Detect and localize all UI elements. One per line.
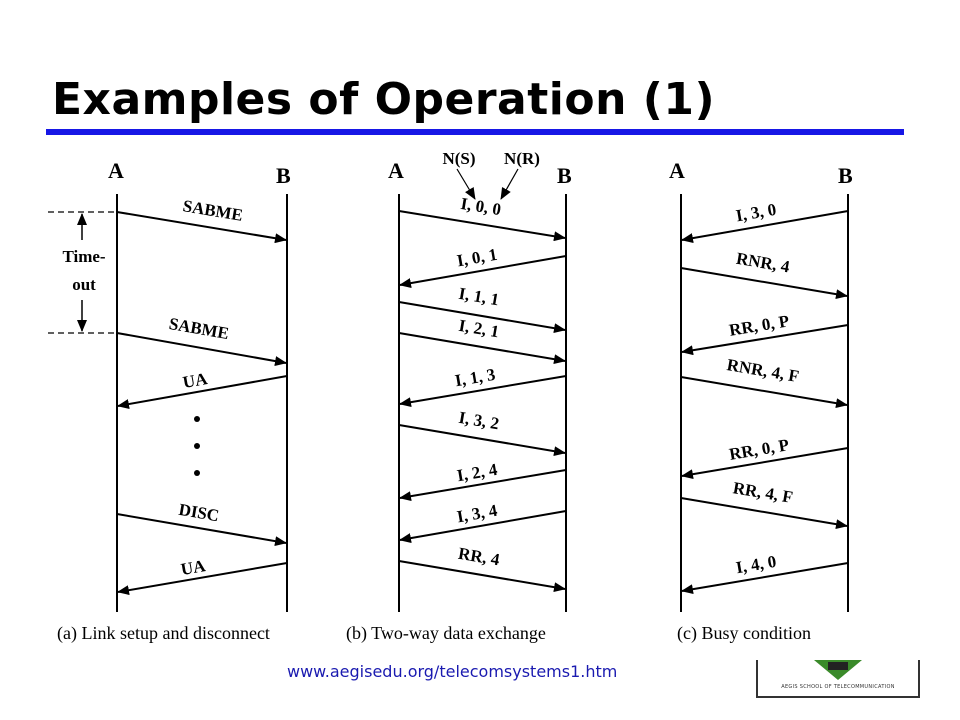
message-label: RR, 4, F xyxy=(732,478,795,507)
message-arrow xyxy=(680,497,848,530)
message-label: I, 0, 0 xyxy=(459,194,502,219)
message-label: SABME xyxy=(182,196,245,225)
message-label: SABME xyxy=(168,314,231,343)
panel-a-caption: (a) Link setup and disconnect xyxy=(57,623,270,644)
panel-c-node-b-label: B xyxy=(838,163,853,188)
message-arrow xyxy=(399,255,567,289)
logo-emblem-center xyxy=(828,662,848,670)
logo-emblem-shape xyxy=(814,660,862,680)
logo-text: AEGIS SCHOOL OF TELECOMMUNICATION xyxy=(781,684,895,690)
message-arrow xyxy=(117,375,288,410)
panel-c-msg-2: RNR, 4 xyxy=(680,249,848,300)
message-arrow xyxy=(116,513,287,547)
message-arrow xyxy=(398,301,566,334)
message-arrow xyxy=(398,560,566,593)
message-arrow xyxy=(399,375,567,408)
panel-c-msg-3: RR, 0, P xyxy=(681,311,849,356)
panel-b-caption: (b) Two-way data exchange xyxy=(346,623,546,644)
message-arrow xyxy=(399,510,567,544)
message-label: I, 3, 4 xyxy=(455,501,499,527)
message-label: DISC xyxy=(177,500,220,526)
timeout-label-line2: out xyxy=(72,275,96,294)
message-arrow xyxy=(116,211,287,244)
nr-field-label: N(R) xyxy=(504,149,540,168)
message-arrow xyxy=(398,424,566,457)
panel-a-node-a-label: A xyxy=(108,158,124,183)
message-arrow xyxy=(680,267,848,300)
message-label: UA xyxy=(181,369,209,392)
panel-a-msg-sabme-1: SABME xyxy=(116,196,287,244)
message-arrow xyxy=(681,210,849,244)
panel-b-node-a-label: A xyxy=(388,158,404,183)
panel-a-continuation-dots xyxy=(194,416,200,476)
ns-pointer-arrow xyxy=(456,168,476,200)
panel-b-data-exchange: A B N(S) N(R) I, 0, 0 I, 0, 1 I, 1, 1 I,… xyxy=(346,149,572,644)
school-logo: AEGIS SCHOOL OF TELECOMMUNICATION xyxy=(756,660,920,698)
message-arrow xyxy=(681,562,849,595)
message-label: I, 1, 1 xyxy=(457,284,500,310)
footer-url-link[interactable]: www.aegisedu.org/telecomsystems1.htm xyxy=(287,662,618,681)
message-label: RNR, 4 xyxy=(735,249,792,277)
message-arrow xyxy=(399,469,567,502)
panel-a-msg-ua-2: UA xyxy=(117,556,288,596)
message-label: I, 3, 0 xyxy=(734,200,777,226)
message-arrow xyxy=(117,562,288,596)
panel-a-node-b-label: B xyxy=(276,163,291,188)
message-arrow xyxy=(681,324,849,356)
panel-b-msg-9: RR, 4 xyxy=(398,544,566,593)
message-arrow xyxy=(398,332,566,365)
message-label: RNR, 4, F xyxy=(725,355,800,386)
panel-b-msg-1: I, 0, 0 xyxy=(398,194,566,242)
panel-a-link-setup: A B Time- out SABME SABME UA xyxy=(48,158,291,644)
panel-b-msg-2: I, 0, 1 xyxy=(399,245,567,289)
panel-b-msg-5: I, 1, 3 xyxy=(399,365,567,408)
message-label: I, 1, 3 xyxy=(453,365,496,391)
message-label: I, 2, 1 xyxy=(457,316,500,342)
panel-c-msg-6: RR, 4, F xyxy=(680,478,848,530)
panel-c-busy-condition: A B I, 3, 0 RNR, 4 RR, 0, P RNR, 4, F RR… xyxy=(669,158,853,644)
message-arrow xyxy=(116,332,287,367)
panel-b-msg-7: I, 2, 4 xyxy=(399,460,567,502)
nr-pointer-arrow xyxy=(500,168,519,200)
slide-title: Examples of Operation (1) xyxy=(52,74,716,125)
panel-c-caption: (c) Busy condition xyxy=(677,623,811,644)
message-label: UA xyxy=(179,556,207,579)
message-arrow xyxy=(680,376,848,409)
panel-a-msg-disc: DISC xyxy=(116,500,287,547)
message-arrow xyxy=(398,210,566,242)
panel-c-msg-7: I, 4, 0 xyxy=(681,552,849,595)
ns-field-label: N(S) xyxy=(442,149,475,168)
message-label: I, 4, 0 xyxy=(734,552,777,578)
panel-c-msg-4: RNR, 4, F xyxy=(680,355,848,409)
panel-c-node-a-label: A xyxy=(669,158,685,183)
title-underline xyxy=(46,129,904,135)
message-label: RR, 4 xyxy=(457,544,502,570)
panel-c-msg-1: I, 3, 0 xyxy=(681,200,849,244)
panel-b-msg-4: I, 2, 1 xyxy=(398,316,566,365)
panel-b-node-b-label: B xyxy=(557,163,572,188)
panel-b-msg-8: I, 3, 4 xyxy=(399,501,567,544)
message-label: I, 0, 1 xyxy=(455,245,498,271)
panel-a-msg-ua-1: UA xyxy=(117,369,288,410)
message-arrow xyxy=(681,447,849,480)
panel-a-msg-sabme-2: SABME xyxy=(116,314,287,367)
panel-c-msg-5: RR, 0, P xyxy=(681,435,849,480)
panel-b-msg-6: I, 3, 2 xyxy=(398,408,566,457)
timeout-label-line1: Time- xyxy=(62,247,105,266)
message-label: I, 3, 2 xyxy=(457,408,500,434)
